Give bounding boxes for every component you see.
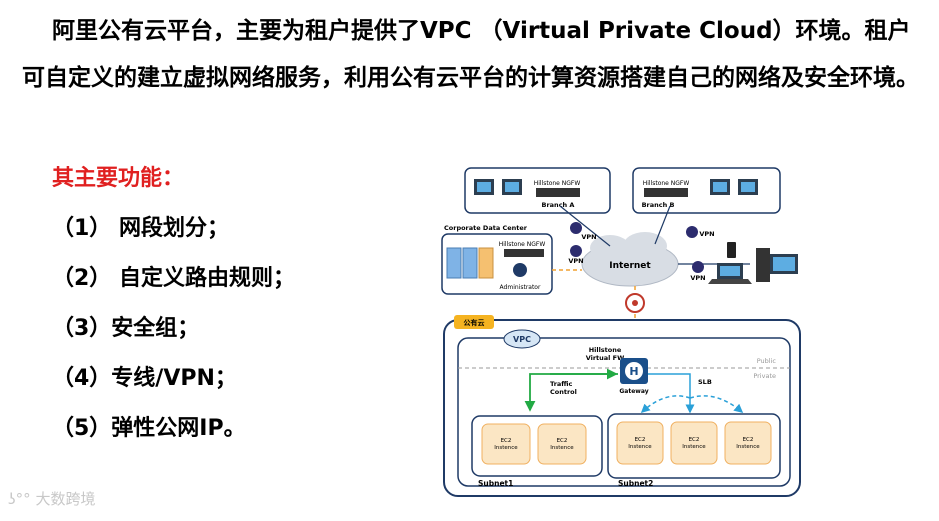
gateway-logo: H: [629, 365, 638, 378]
watermark: ʖ°° 大数跨境: [8, 490, 96, 508]
corporate-data-center: Corporate Data Center Hillstone NGFW Adm…: [441, 224, 553, 295]
server-icon: [446, 247, 494, 279]
computer-icon: [710, 179, 730, 195]
biohazard-icon: [625, 293, 645, 313]
branch-a-device-label: Hillstone NGFW: [534, 180, 581, 187]
slb-arrows: [640, 373, 744, 414]
vpn-label: VPN: [699, 230, 714, 238]
vpn-lock-icon: [686, 226, 698, 238]
vpn-label: VPN: [581, 233, 596, 241]
public-cloud-label: 公有云: [464, 318, 485, 327]
computer-icon: [738, 179, 758, 195]
firewall-icon: [504, 249, 544, 257]
gateway-icon: H: [620, 358, 648, 384]
vpn-lock-icon: [692, 261, 704, 273]
public-zone-label: Public: [757, 357, 777, 365]
computer-icon: [474, 179, 494, 195]
feature-item: （1） 网段划分；: [52, 216, 229, 241]
intro-paragraph: 阿里公有云平台，主要为租户提供了VPC （Virtual Private Clo…: [22, 18, 919, 91]
firewall-icon: [644, 188, 688, 197]
branch-b: Hillstone NGFW Branch B: [632, 167, 781, 214]
subnet-1-label: Subnet1: [478, 479, 513, 488]
administrator-label: Administrator: [500, 284, 541, 291]
internet-cloud: Internet: [581, 232, 679, 287]
firewall-icon: [536, 188, 580, 197]
subnet-2-label: Subnet2: [618, 479, 653, 488]
computer-icon: [502, 179, 522, 195]
internet-label: Internet: [609, 261, 651, 271]
feature-item: （5）弹性公网IP。: [52, 416, 246, 441]
vpc-label: VPC: [513, 335, 531, 344]
datacenter-title: Corporate Data Center: [444, 224, 528, 232]
branch-b-device-label: Hillstone NGFW: [643, 180, 690, 187]
vpc-network-diagram: Hillstone NGFW Branch A Hillstone NGFW B…: [441, 167, 801, 497]
watermark-logo-icon: ʖ°°: [8, 490, 31, 508]
private-zone-label: Private: [753, 372, 776, 380]
vpn-label: VPN: [568, 257, 583, 265]
laptop-icon: [708, 263, 752, 284]
branch-a-label: Branch A: [542, 201, 575, 209]
vpn-lock-icon: [570, 245, 582, 257]
feature-item: （4）专线/VPN；: [52, 366, 237, 391]
gateway-label: Gateway: [619, 388, 648, 395]
vpn-label: VPN: [690, 274, 705, 282]
slb-label: SLB: [698, 378, 712, 386]
mobile-phone-icon: [727, 242, 736, 258]
branch-b-label: Branch B: [642, 201, 675, 209]
datacenter-device-label: Hillstone NGFW: [499, 241, 546, 248]
desktop-computer-icon: [756, 248, 798, 282]
vpn-lock-icon: [570, 222, 582, 234]
administrator-icon: [513, 263, 527, 277]
features-title: 其主要功能：: [52, 166, 185, 191]
branch-a: Hillstone NGFW Branch A: [464, 167, 611, 214]
feature-item: （2） 自定义路由规则；: [52, 266, 295, 291]
traffic-control-arrows: [524, 368, 618, 412]
feature-item: （3）安全组；: [52, 316, 200, 341]
